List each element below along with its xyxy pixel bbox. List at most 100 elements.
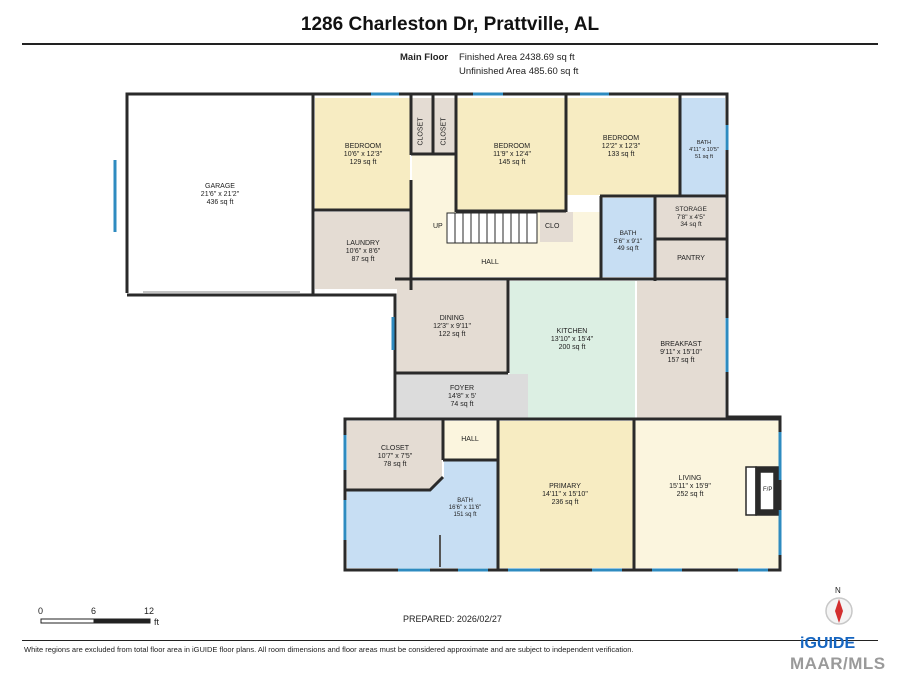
finished-area: Finished Area 2438.69 sq ft bbox=[459, 52, 575, 63]
room-area: 236 sq ft bbox=[551, 499, 579, 506]
bedroom3-fill bbox=[567, 98, 679, 195]
room-dims: 15'11" x 15'9" bbox=[669, 483, 711, 490]
primary-fill bbox=[499, 421, 633, 568]
room-area: 436 sq ft bbox=[206, 199, 234, 206]
room-dims: 14'8" x 5' bbox=[447, 393, 477, 400]
room-name: STORAGE bbox=[675, 206, 707, 213]
room-name: BATH bbox=[457, 498, 473, 504]
room-name: LAUNDRY bbox=[346, 240, 380, 247]
room-name: GARAGE bbox=[205, 183, 235, 190]
walls bbox=[125, 92, 782, 572]
room-area: 133 sq ft bbox=[607, 151, 635, 158]
room-name: KITCHEN bbox=[556, 328, 588, 335]
title-divider bbox=[22, 43, 878, 45]
room-name: DINING bbox=[439, 315, 465, 322]
room-dims: 11'9" x 12'4" bbox=[493, 151, 531, 158]
closet-a-fill bbox=[412, 98, 432, 153]
iguide-logo: iGUIDE bbox=[800, 635, 856, 652]
kitchen-fill bbox=[510, 281, 635, 419]
room-dims: 12'3" x 9'11" bbox=[433, 323, 471, 330]
compass-needle bbox=[835, 599, 843, 623]
dining-fill bbox=[397, 281, 507, 372]
room-area: 78 sq ft bbox=[383, 461, 407, 468]
hall-top-label: HALL bbox=[481, 259, 499, 266]
room-area: 157 sq ft bbox=[667, 357, 695, 364]
bedroom2-fill bbox=[457, 98, 565, 210]
room-dims: 13'10" x 15'4" bbox=[550, 336, 594, 343]
closet-main-south-wall bbox=[345, 475, 445, 492]
room-area: 51 sq ft bbox=[694, 154, 714, 160]
room-dims: 16'6" x 11'6" bbox=[448, 505, 482, 511]
compass-north-label: N bbox=[835, 586, 841, 595]
windows bbox=[113, 92, 782, 572]
room-dims: 14'11" x 15'10" bbox=[542, 491, 588, 498]
room-dims: 7'8" x 4'5" bbox=[676, 213, 706, 221]
room-area: 34 sq ft bbox=[680, 221, 702, 228]
garage-fill bbox=[129, 96, 312, 293]
room-name: BEDROOM bbox=[493, 143, 531, 150]
footer-divider bbox=[22, 640, 878, 641]
scale-tick-0: 0 bbox=[38, 606, 44, 616]
room-name: BEDROOM bbox=[344, 143, 382, 150]
kitchen-label: KITCHEN 13'10" x 15'4" 200 sq ft bbox=[522, 328, 622, 352]
fireplace-box bbox=[745, 466, 757, 516]
bath-top-fill bbox=[681, 98, 725, 195]
storage-label: STORAGE 7'8" x 4'5" 34 sq ft bbox=[658, 206, 724, 229]
room-dims: 21'6" x 21'2" bbox=[200, 191, 240, 198]
mls-watermark: MAAR/MLS bbox=[790, 654, 886, 673]
room-name: BATH bbox=[696, 140, 712, 146]
compass bbox=[825, 597, 853, 625]
primary-label: PRIMARY 14'11" x 15'10" 236 sq ft bbox=[515, 483, 615, 507]
storage-fill bbox=[656, 198, 725, 238]
room-dims: 5'6" x 9'1" bbox=[613, 237, 643, 245]
hearth-inner bbox=[759, 471, 775, 511]
scale-segment bbox=[40, 618, 95, 624]
closet-main-fill bbox=[347, 421, 442, 489]
bath-mid-label: BATH 5'6" x 9'1" 49 sq ft bbox=[604, 230, 652, 253]
room-dims: 9'11" x 15'10" bbox=[660, 349, 702, 356]
closet-main-label: CLOSET 10'7" x 7'5" 78 sq ft bbox=[350, 445, 440, 469]
room-area: 200 sq ft bbox=[558, 344, 586, 351]
room-dims: 4'11" x 10'5" bbox=[689, 147, 719, 153]
laundry-fill bbox=[315, 212, 410, 289]
room-area: 151 sq ft bbox=[453, 512, 477, 518]
room-name: PRIMARY bbox=[549, 483, 581, 490]
room-name: BREAKFAST bbox=[660, 341, 702, 348]
bedroom1-fill bbox=[315, 98, 410, 209]
room-area: 87 sq ft bbox=[351, 256, 375, 263]
room-dims: 12'2" x 12'3" bbox=[601, 143, 641, 150]
room-area: 122 sq ft bbox=[438, 331, 466, 338]
room-area: 129 sq ft bbox=[349, 159, 377, 166]
up-label: UP bbox=[433, 223, 443, 230]
bedroom1-label: BEDROOM 10'6" x 12'3" 129 sq ft bbox=[318, 143, 408, 167]
room-area: 145 sq ft bbox=[498, 159, 526, 166]
dining-label: DINING 12'3" x 9'11" 122 sq ft bbox=[402, 315, 502, 339]
bedroom2-label: BEDROOM 11'9" x 12'4" 145 sq ft bbox=[462, 143, 562, 167]
clo-label: CLO bbox=[545, 223, 560, 230]
closet-b-label: CLOSET bbox=[440, 117, 448, 146]
room-name: BEDROOM bbox=[602, 135, 640, 142]
bath-top-label: BATH 4'11" x 10'5" 51 sq ft bbox=[682, 140, 726, 161]
fireplace bbox=[745, 466, 779, 516]
room-name: BATH bbox=[619, 230, 637, 237]
foyer-label: FOYER 14'8" x 5' 74 sq ft bbox=[412, 385, 512, 409]
pantry-label: PANTRY bbox=[677, 255, 705, 262]
room-dims: 10'6" x 8'6" bbox=[345, 248, 381, 255]
breakfast-label: BREAKFAST 9'11" x 15'10" 157 sq ft bbox=[638, 341, 724, 365]
bath-main-fill bbox=[347, 461, 497, 568]
room-name: LIVING bbox=[678, 475, 702, 482]
room-area: 49 sq ft bbox=[617, 245, 639, 252]
room-area: 74 sq ft bbox=[450, 401, 474, 408]
clo-fill bbox=[540, 212, 573, 242]
stair-run bbox=[446, 212, 538, 244]
fireplace-label: F/P bbox=[763, 487, 773, 493]
scale-unit: ft bbox=[154, 617, 160, 627]
floor-label: Main Floor bbox=[400, 52, 449, 63]
staircase bbox=[446, 212, 538, 244]
room-name: CLOSET bbox=[380, 445, 409, 452]
pantry-fill bbox=[656, 240, 725, 279]
scale-tick-12: 12 bbox=[144, 606, 155, 616]
room-dims: 10'7" x 7'5" bbox=[377, 453, 413, 460]
closet-b-fill bbox=[434, 98, 455, 153]
